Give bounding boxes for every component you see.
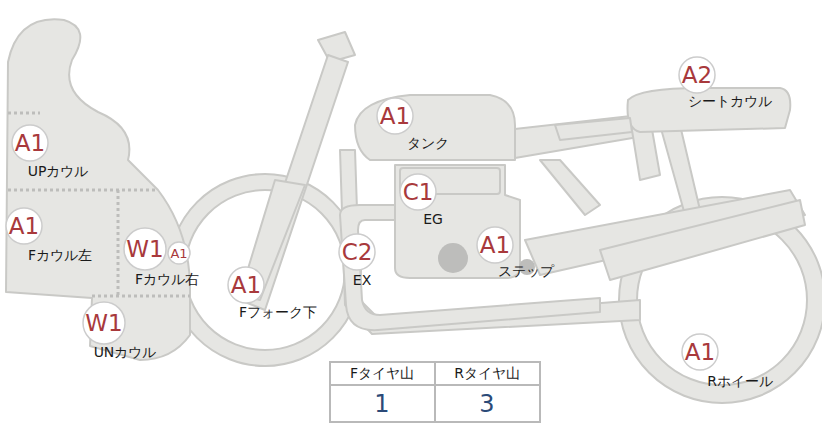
part-name: Fカウル左 — [28, 248, 92, 263]
callout-code: W1 — [82, 301, 126, 345]
table-cell: 3 — [479, 391, 494, 417]
callout-code: A2 — [678, 56, 716, 94]
damage-callout-circle: A1 — [5, 207, 43, 245]
part-name: タンク — [407, 136, 449, 151]
callout-code: A1 — [167, 241, 191, 265]
damage-callout-circle: A2 — [678, 56, 716, 94]
part-name: シートカウル — [688, 94, 772, 109]
callout-code: A1 — [5, 207, 43, 245]
part-name: ステップ — [498, 264, 554, 279]
damage-callout-circle: W1 — [82, 301, 126, 345]
callout-code: A1 — [227, 266, 265, 304]
table-cell: Fタイヤ山 — [350, 366, 414, 381]
damage-callout-circle: A1 — [167, 241, 191, 265]
part-name: EG — [423, 212, 443, 227]
callout-code: C2 — [338, 233, 376, 271]
damage-callout-circle: A1 — [476, 226, 514, 264]
callout-code: A1 — [376, 97, 414, 135]
table-cell: Rタイヤ山 — [454, 366, 520, 381]
callout-code: W1 — [123, 227, 167, 271]
table-cell: 1 — [374, 391, 389, 417]
damage-callout-circle: C1 — [399, 173, 437, 211]
damage-callout-circle: W1 — [123, 227, 167, 271]
part-name: Fフォーク下 — [239, 305, 317, 320]
callout-code: A1 — [476, 226, 514, 264]
damage-callout-circle: A1 — [376, 97, 414, 135]
part-name: UNカウル — [94, 345, 157, 360]
damage-callout-circle: A1 — [227, 266, 265, 304]
part-name: UPカウル — [28, 164, 89, 179]
damage-callout-circle: A1 — [11, 124, 49, 162]
part-name: EX — [353, 273, 371, 288]
callout-code: A1 — [681, 333, 719, 371]
callout-code: C1 — [399, 173, 437, 211]
damage-callout-circle: C2 — [338, 233, 376, 271]
callout-code: A1 — [11, 124, 49, 162]
damage-callout-circle: A1 — [681, 333, 719, 371]
part-name: Fカウル右 — [135, 272, 199, 287]
part-name: Rホイール — [707, 374, 773, 389]
